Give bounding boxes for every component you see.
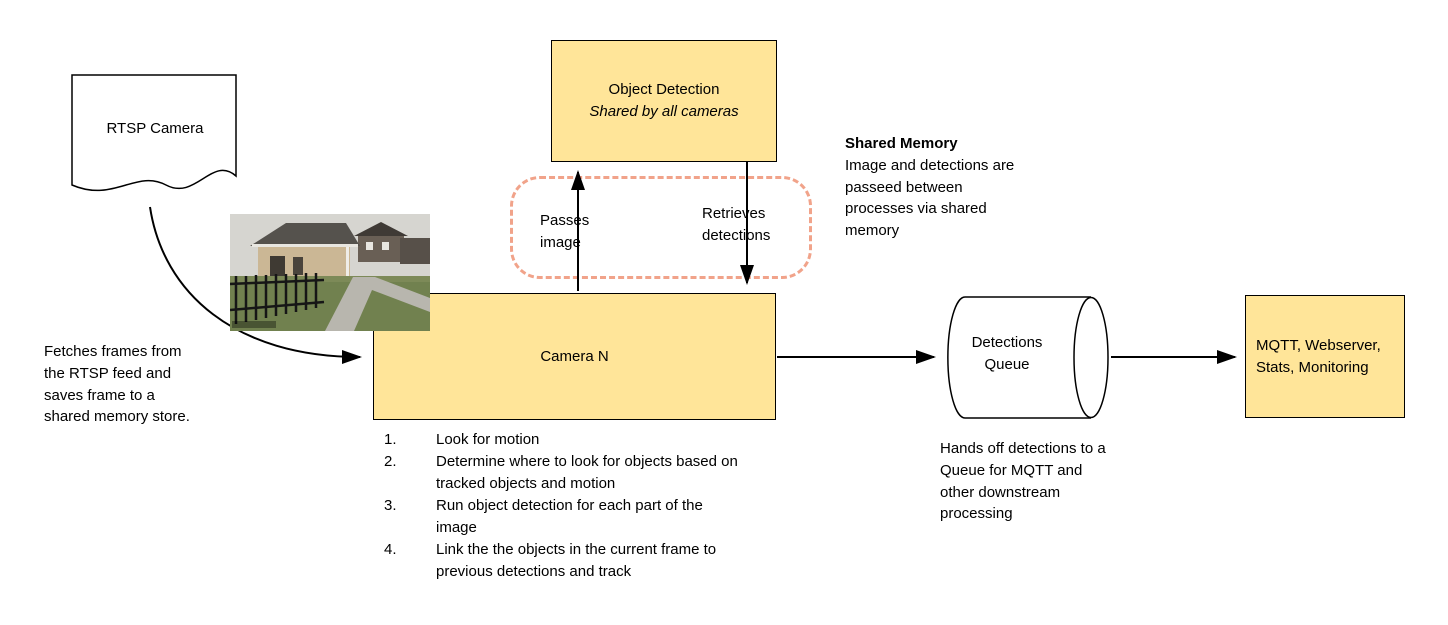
camera-frame-image: [230, 214, 430, 331]
detections-queue-label: Detections Queue: [971, 334, 1043, 373]
object-detection-title: Object Detection: [608, 81, 720, 99]
outputs-label: MQTT, Webserver, Stats, Monitoring: [1256, 336, 1381, 376]
camera-n-label: Camera N: [540, 347, 609, 365]
timestamp-overlay: [232, 321, 276, 328]
step-number: 2.: [384, 453, 397, 471]
shared-memory-title: Shared Memory: [845, 135, 958, 152]
step-number: 4.: [384, 541, 397, 559]
rtsp-camera-label: RTSP Camera: [106, 120, 204, 137]
shared-memory-annotation: Shared Memory Image and detections are p…: [845, 133, 1030, 242]
shared-memory-body: Image and detections are passeed between…: [845, 156, 1015, 239]
step-number: 1.: [384, 431, 397, 448]
passes-image-label: Passes image: [540, 212, 590, 251]
outputs-box: MQTT, Webserver, Stats, Monitoring: [1245, 295, 1405, 418]
list-item: 2. Determine where to look for objects b…: [384, 451, 746, 495]
downspout: [346, 247, 349, 279]
step-text: Run object detection for each part of th…: [436, 497, 703, 537]
retrieves-detections-label: Retrieves detections: [702, 205, 771, 244]
step-text: Determine where to look for objects base…: [436, 453, 738, 493]
queue-handoff-note: Hands off detections to a Queue for MQTT…: [940, 440, 1106, 523]
fetch-frames-note: Fetches frames from the RTSP feed and sa…: [44, 343, 190, 426]
background-house: [358, 234, 404, 262]
object-detection-box: Object Detection Shared by all cameras: [551, 40, 777, 162]
list-item: 3. Run object detection for each part of…: [384, 495, 746, 539]
step-text: Look for motion: [436, 431, 540, 448]
step-number: 3.: [384, 497, 397, 515]
object-detection-subtitle: Shared by all cameras: [589, 103, 739, 120]
shared-memory-region: [510, 176, 812, 279]
step-text: Link the the objects in the current fram…: [436, 541, 717, 581]
rtsp-camera-shape: [71, 74, 237, 192]
list-item: 4. Link the the objects in the current f…: [384, 539, 746, 583]
detections-queue-shape: [947, 296, 1109, 419]
camera-n-box: Camera N: [373, 293, 776, 420]
camera-steps-list: 1. Look for motion 2. Determine where to…: [384, 429, 746, 583]
list-item: 1. Look for motion: [384, 429, 746, 451]
